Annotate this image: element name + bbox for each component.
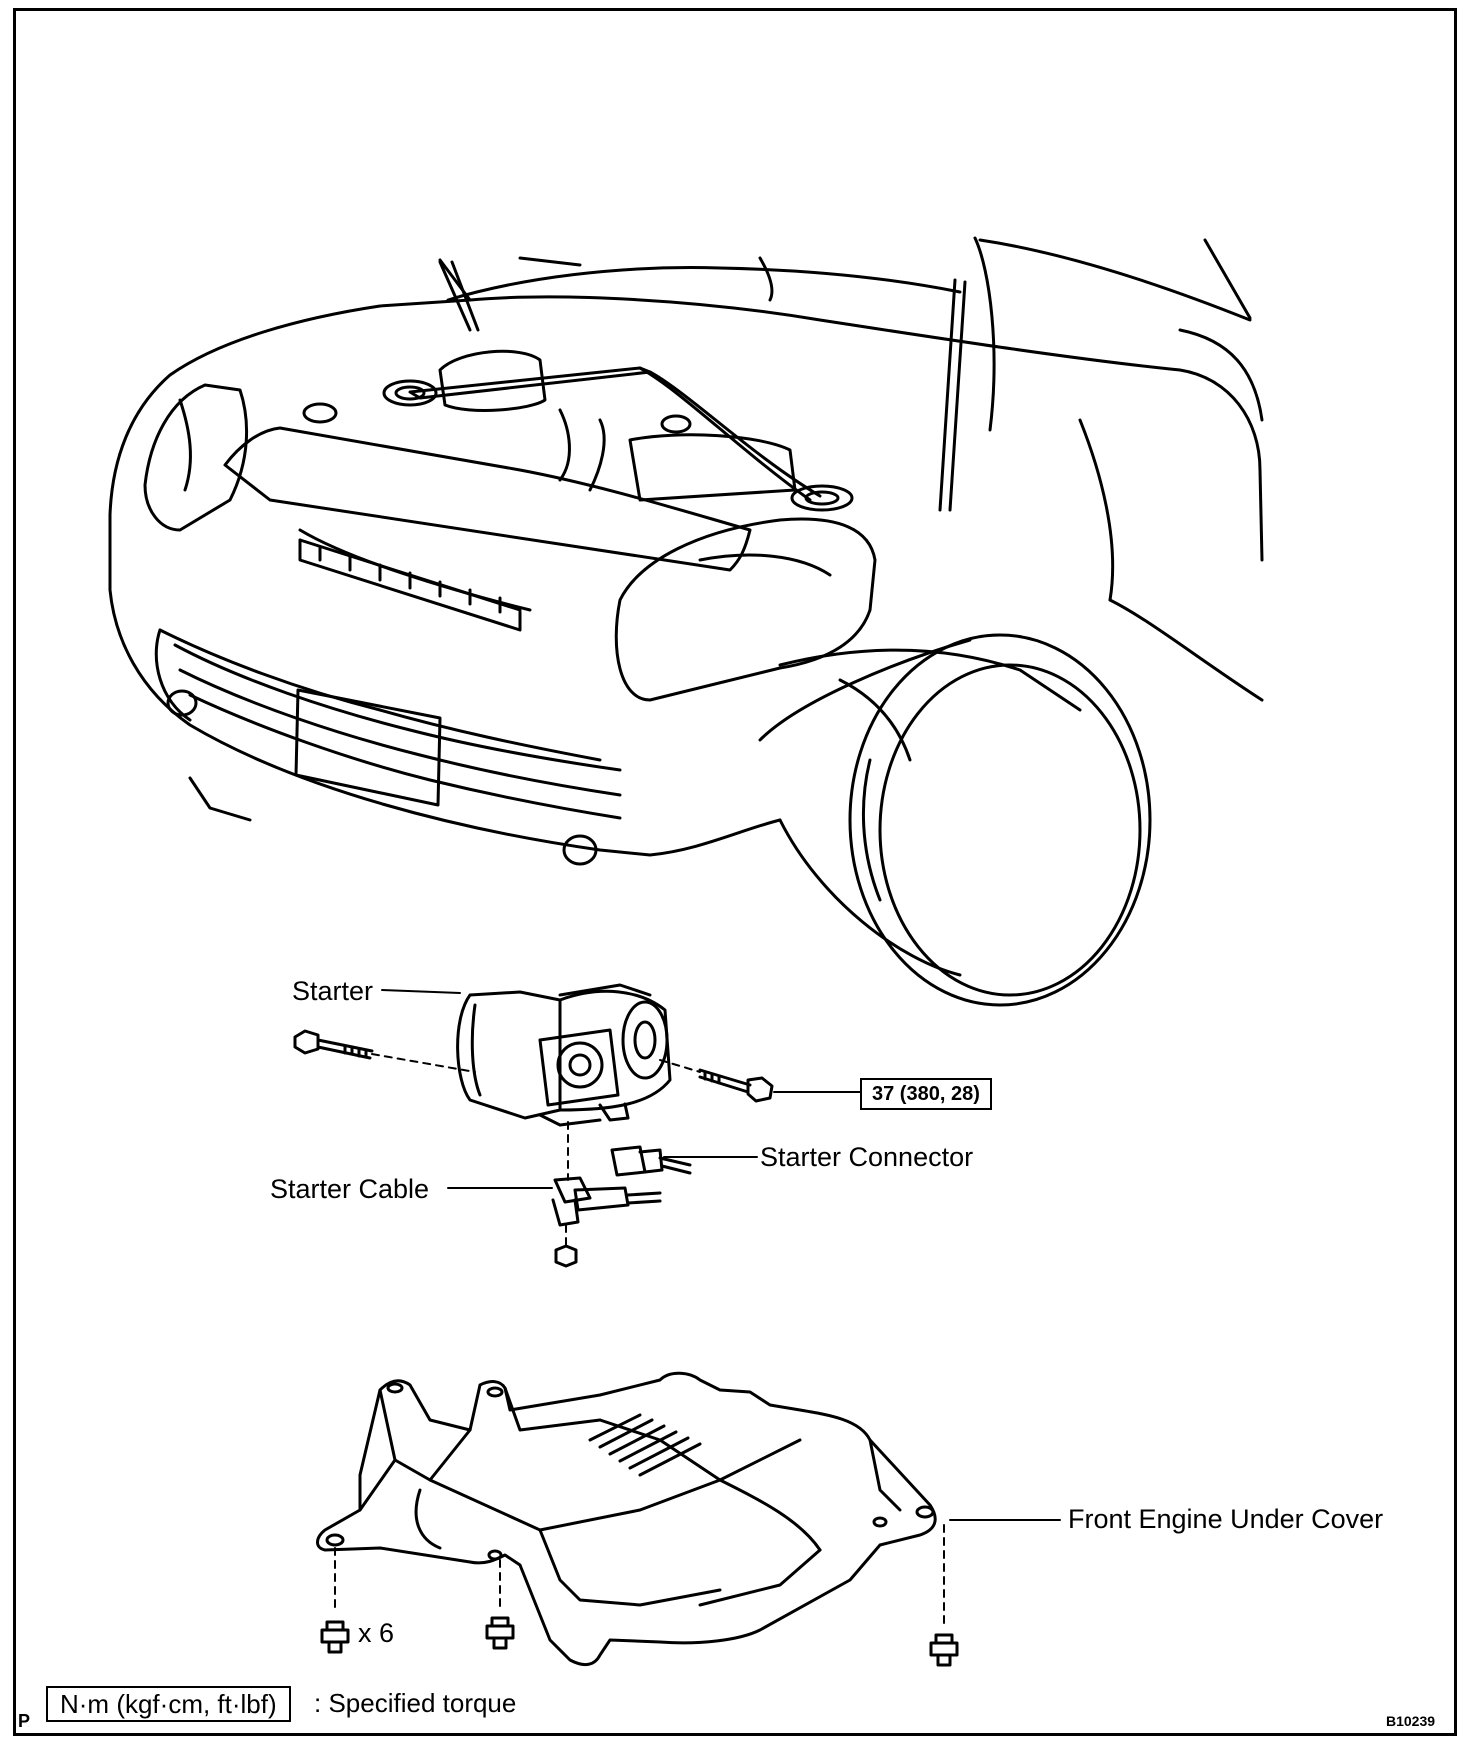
car-front-illustration: [108, 236, 1264, 1007]
torque-unit-legend-box: N·m (kgf·cm, ft·lbf): [46, 1686, 291, 1722]
starter-bolt-left: [293, 1029, 374, 1060]
starter-assembly-lines: [371, 1053, 701, 1247]
starter-connector-label: Starter Connector: [760, 1142, 974, 1172]
starter-label: Starter: [292, 976, 374, 1006]
under-cover-bolt-left: [320, 1620, 350, 1654]
corner-mark-p: P: [18, 1711, 31, 1731]
diagram-frame: [13, 8, 1457, 1736]
under-cover-illustration: [316, 1371, 937, 1667]
torque-legend-description: : Specified torque: [314, 1688, 517, 1718]
starter-cable-label: Starter Cable: [270, 1174, 430, 1204]
front-engine-under-cover-label: Front Engine Under Cover: [1068, 1504, 1384, 1534]
starter-cable-nut: [554, 1244, 578, 1268]
starter-leader-lines: [381, 989, 861, 1189]
under-cover-bolt-right: [929, 1633, 959, 1667]
under-cover-assembly-lines: [334, 1524, 945, 1626]
torque-spec-box: 37 (380, 28): [860, 1078, 992, 1110]
under-cover-bolt-middle: [485, 1616, 515, 1650]
starter-illustration: [456, 983, 672, 1127]
starter-bolt-right: [698, 1068, 774, 1103]
figure-id: B10239: [1386, 1713, 1436, 1729]
bolt-count-label: x 6: [358, 1618, 395, 1648]
starter-cable-illustration: [551, 1176, 662, 1227]
starter-connector-illustration: [610, 1145, 692, 1177]
